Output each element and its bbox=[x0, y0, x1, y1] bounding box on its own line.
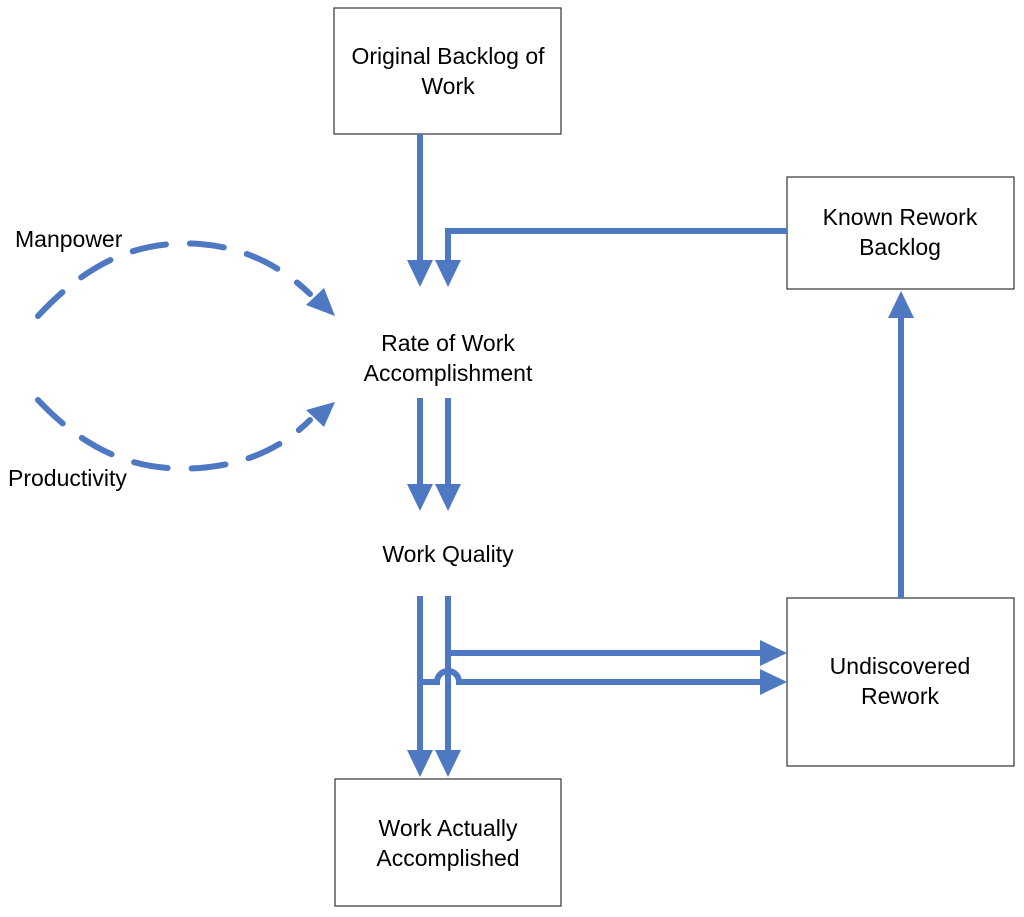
known-rework-label-line1: Known Rework bbox=[823, 204, 978, 230]
quality-to-undiscovered-arrow-lower bbox=[420, 668, 762, 685]
rate-to-quality-arrowhead-right bbox=[435, 484, 461, 511]
work-actually-label-line1: Work Actually bbox=[379, 815, 518, 841]
known-rework-label-line2: Backlog bbox=[859, 234, 941, 260]
known-rework-box bbox=[786, 176, 1015, 290]
known-rework-to-rate-arrow bbox=[445, 228, 787, 262]
undiscovered-to-known-arrowhead bbox=[888, 291, 914, 318]
backlog-to-rate-arrowhead bbox=[407, 260, 433, 287]
original-backlog-label-line2: Work bbox=[421, 73, 475, 99]
undiscovered-rework-label-line1: Undiscovered bbox=[830, 653, 971, 679]
quality-to-undiscovered-arrowhead-upper bbox=[760, 640, 787, 666]
undiscovered-rework-label-line2: Rework bbox=[861, 683, 939, 709]
productivity-arrowhead bbox=[306, 402, 335, 427]
known-rework-to-rate-arrowhead bbox=[435, 260, 461, 287]
work-quality-label: Work Quality bbox=[382, 541, 514, 567]
rate-label-line1: Rate of Work bbox=[381, 330, 515, 356]
rate-label-line2: Accomplishment bbox=[364, 360, 533, 386]
undiscovered-rework-box bbox=[786, 597, 1015, 767]
quality-to-undiscovered-arrowhead-lower bbox=[760, 669, 787, 695]
productivity-dashed-arrow bbox=[35, 397, 313, 472]
manpower-label: Manpower bbox=[15, 226, 123, 252]
original-backlog-label-line1: Original Backlog of bbox=[351, 43, 545, 69]
arrows bbox=[35, 134, 914, 777]
manpower-dashed-arrow bbox=[35, 240, 313, 319]
work-actually-box bbox=[334, 778, 562, 907]
original-backlog-box bbox=[333, 7, 562, 135]
productivity-label: Productivity bbox=[8, 465, 127, 491]
quality-to-actual-arrowhead-right bbox=[435, 750, 461, 777]
manpower-arrowhead bbox=[306, 288, 335, 316]
quality-to-actual-arrowhead-left bbox=[407, 750, 433, 777]
work-actually-label-line2: Accomplished bbox=[376, 845, 519, 871]
rate-to-quality-arrowhead-left bbox=[407, 484, 433, 511]
